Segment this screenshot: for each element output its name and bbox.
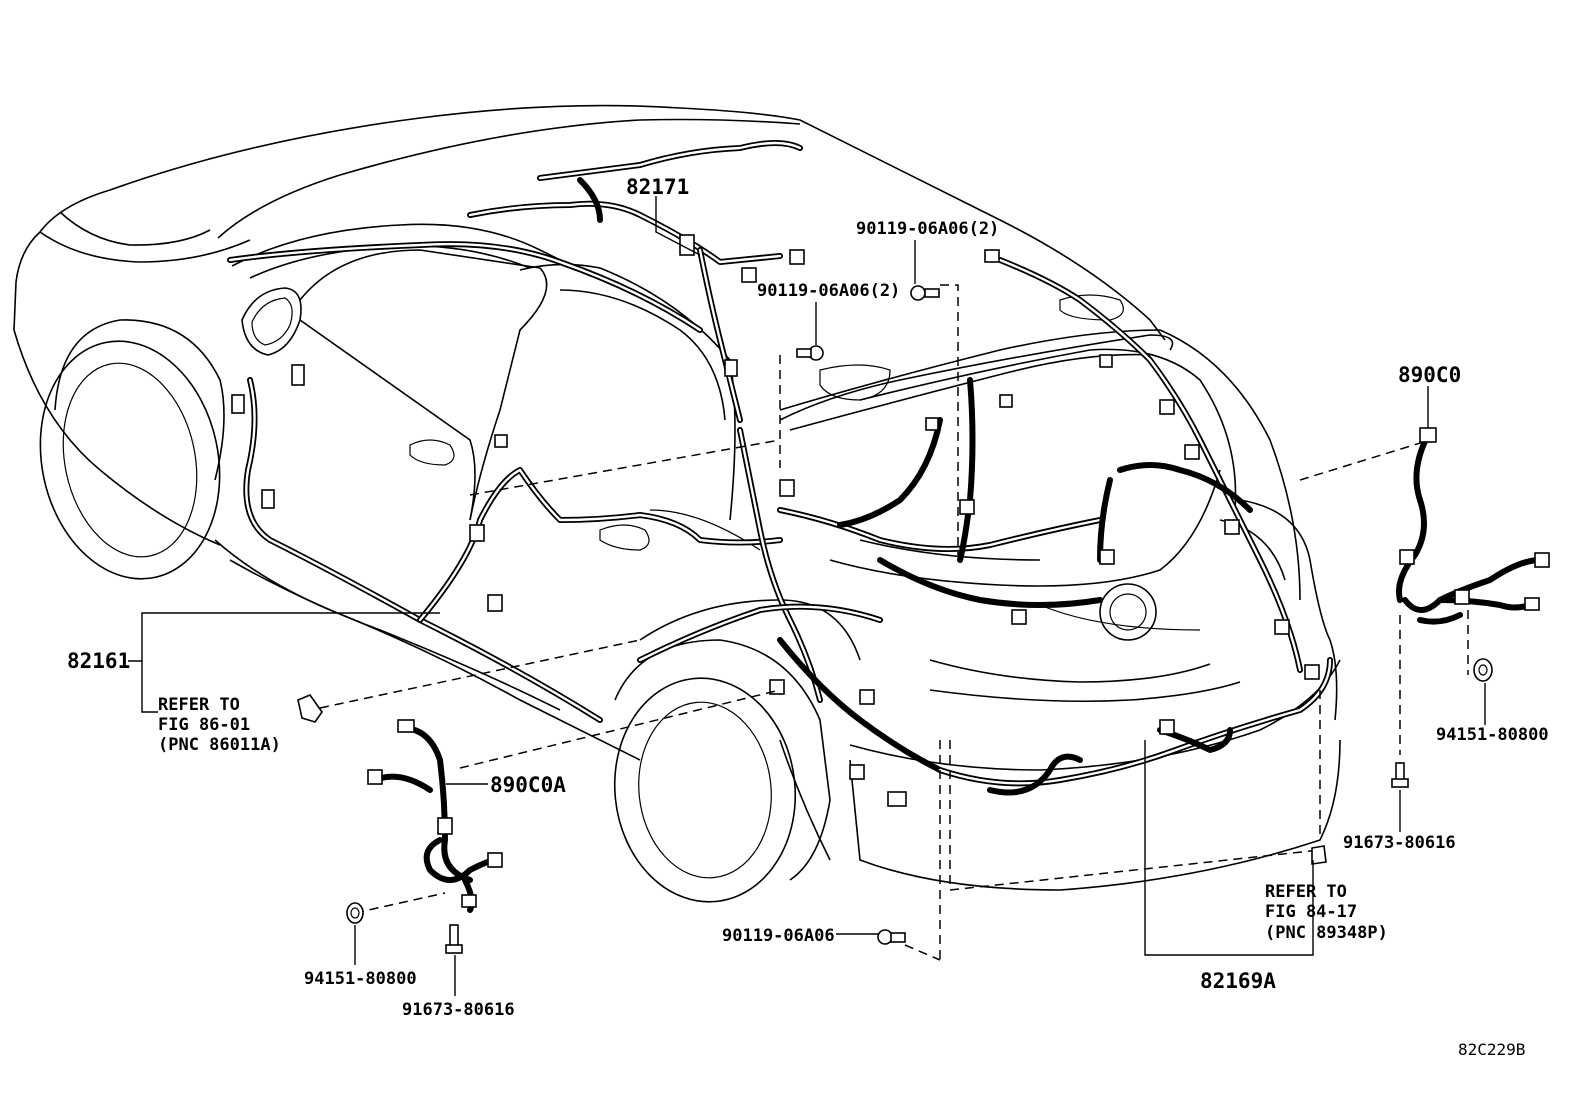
label-clip-right: 94151-80800 (1436, 725, 1549, 745)
label-clip-left: 94151-80800 (304, 969, 417, 989)
wire-harness-hatch (837, 257, 1303, 673)
label-sensor-left: 890C0A (490, 773, 566, 797)
label-harness-rear: 82169A (1200, 969, 1276, 993)
vehicle-body (13, 104, 1341, 903)
clip-icon (1311, 845, 1327, 865)
label-bolt-bottom: 90119-06A06 (722, 926, 835, 946)
label-harness-roof: 82171 (626, 175, 689, 199)
sensor-harness-right (1396, 427, 1550, 625)
clip-icon (346, 902, 364, 924)
label-bolt-top-2: 90119-06A06(2) (757, 281, 900, 301)
label-refer-left-3: (PNC 86011A) (158, 735, 281, 755)
sensor-harness-left (367, 719, 503, 913)
reference-lines (319, 284, 1469, 961)
label-refer-right-3: (PNC 89348P) (1265, 923, 1388, 943)
connectors (231, 234, 1320, 807)
label-refer-left-1: REFER TO (158, 695, 240, 715)
label-bolt-right: 91673-80616 (1343, 833, 1456, 853)
leader-lines (128, 196, 1486, 996)
bolt-icon (1391, 762, 1409, 788)
label-sensor-right: 890C0 (1398, 363, 1461, 387)
label-refer-right-1: REFER TO (1265, 882, 1347, 902)
clip-icon (1473, 658, 1493, 682)
bolt-icon (445, 924, 463, 954)
label-refer-left-2: FIG 86-01 (158, 715, 250, 735)
label-harness-floor: 82161 (67, 649, 130, 673)
callout-labels: 82171 90119-06A06(2) 90119-06A06(2) 8216… (67, 175, 1549, 1059)
label-refer-right-2: FIG 84-17 (1265, 902, 1357, 922)
clip-icon (297, 694, 323, 723)
label-bolt-top-1: 90119-06A06(2) (856, 219, 999, 239)
label-bolt-left: 91673-80616 (402, 1000, 515, 1020)
diagram-code: 82C229B (1458, 1040, 1525, 1059)
bolt-icon (910, 285, 940, 301)
bolt-icon (796, 345, 824, 361)
wire-harness-rear (937, 657, 1333, 796)
bolt-icon (877, 929, 906, 945)
